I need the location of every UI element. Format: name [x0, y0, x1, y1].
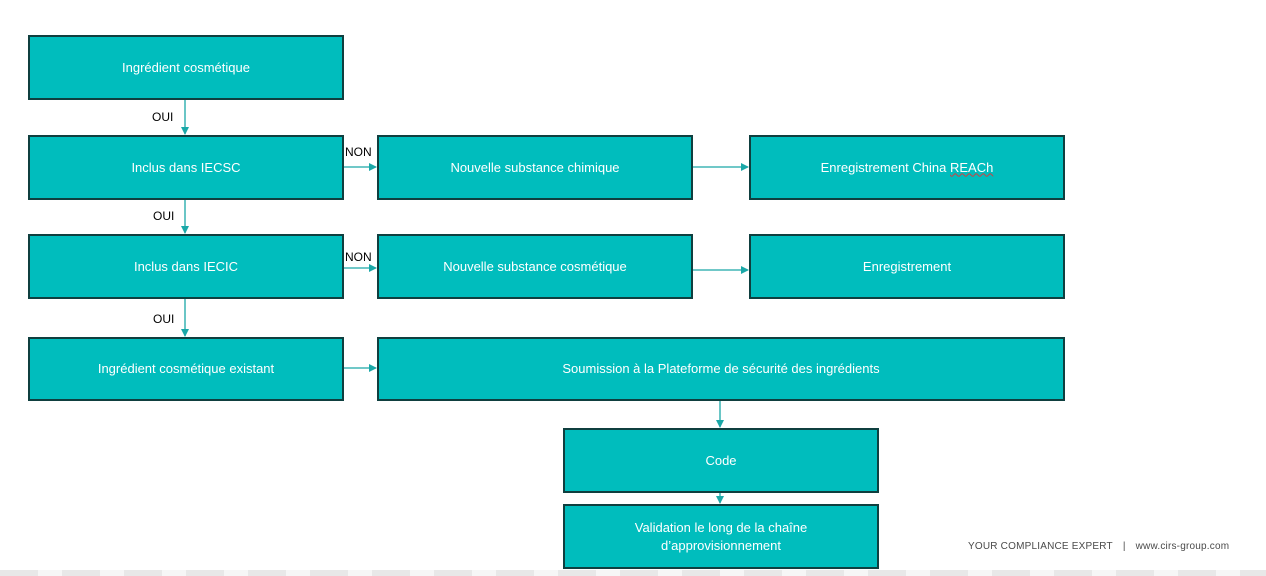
node-safety-platform-submission: Soumission à la Plateforme de sécurité d… [377, 337, 1065, 401]
node-supply-chain-validation-line1: Validation le long de la chaîne [634, 519, 808, 535]
edge-label-oui-1: OUI [152, 110, 174, 124]
node-code: Code [563, 428, 879, 493]
node-included-in-ieic-label: Inclus dans IECIC [133, 258, 239, 274]
node-existing-cosmetic-ingredient-label: Ingrédient cosmétique existant [97, 361, 275, 376]
node-included-in-iecsc: Inclus dans IECSC [28, 135, 344, 200]
node-safety-platform-submission-label: Soumission à la Plateforme de sécurité d… [562, 361, 880, 376]
footer-website: www.cirs-group.com [1135, 541, 1230, 552]
node-code-label: Code [705, 452, 737, 468]
node-new-chemical-substance-label: Nouvelle substance chimique [450, 159, 620, 175]
edge-label-oui-3: OUI [153, 312, 175, 326]
node-cosmetic-ingredient: Ingrédient cosmétique [28, 35, 344, 100]
bottom-decorative-strip [0, 570, 1266, 576]
edge-label-oui-2: OUI [153, 209, 175, 223]
china-reach-word: REACh [949, 159, 994, 175]
footer: YOUR COMPLIANCE EXPERT | www.cirs-group.co… [968, 541, 1229, 552]
node-new-chemical-substance: Nouvelle substance chimique [377, 135, 693, 200]
node-new-cosmetic-substance: Nouvelle substance cosmétique [377, 234, 693, 299]
node-included-in-ieic: Inclus dans IECIC [28, 234, 344, 299]
footer-separator: | [1122, 541, 1126, 552]
edge-label-non-1: NON [345, 145, 372, 159]
node-china-reach-registration: Enregistrement China REACh [749, 135, 1065, 200]
node-existing-cosmetic-ingredient: Ingrédient cosmétique existant [28, 337, 344, 401]
node-supply-chain-validation-line2: d’approvisionnement [661, 537, 781, 553]
node-registration-label: Enregistrement [862, 258, 952, 274]
node-china-reach-registration-label: Enregistrement China REACh [821, 159, 994, 177]
node-cosmetic-ingredient-label: Ingrédient cosmétique [122, 59, 250, 75]
node-included-in-iecsc-label: Inclus dans IECSC [131, 159, 241, 175]
node-new-cosmetic-substance-label: Nouvelle substance cosmétique [443, 258, 627, 274]
node-registration: Enregistrement [749, 234, 1065, 299]
node-supply-chain-validation: Validation le long de la chaîne d’approv… [563, 504, 879, 569]
edge-label-non-2: NON [345, 250, 372, 264]
china-reach-prefix: Enregistrement China [820, 159, 950, 175]
footer-tagline: YOUR COMPLIANCE EXPERT [968, 541, 1113, 552]
